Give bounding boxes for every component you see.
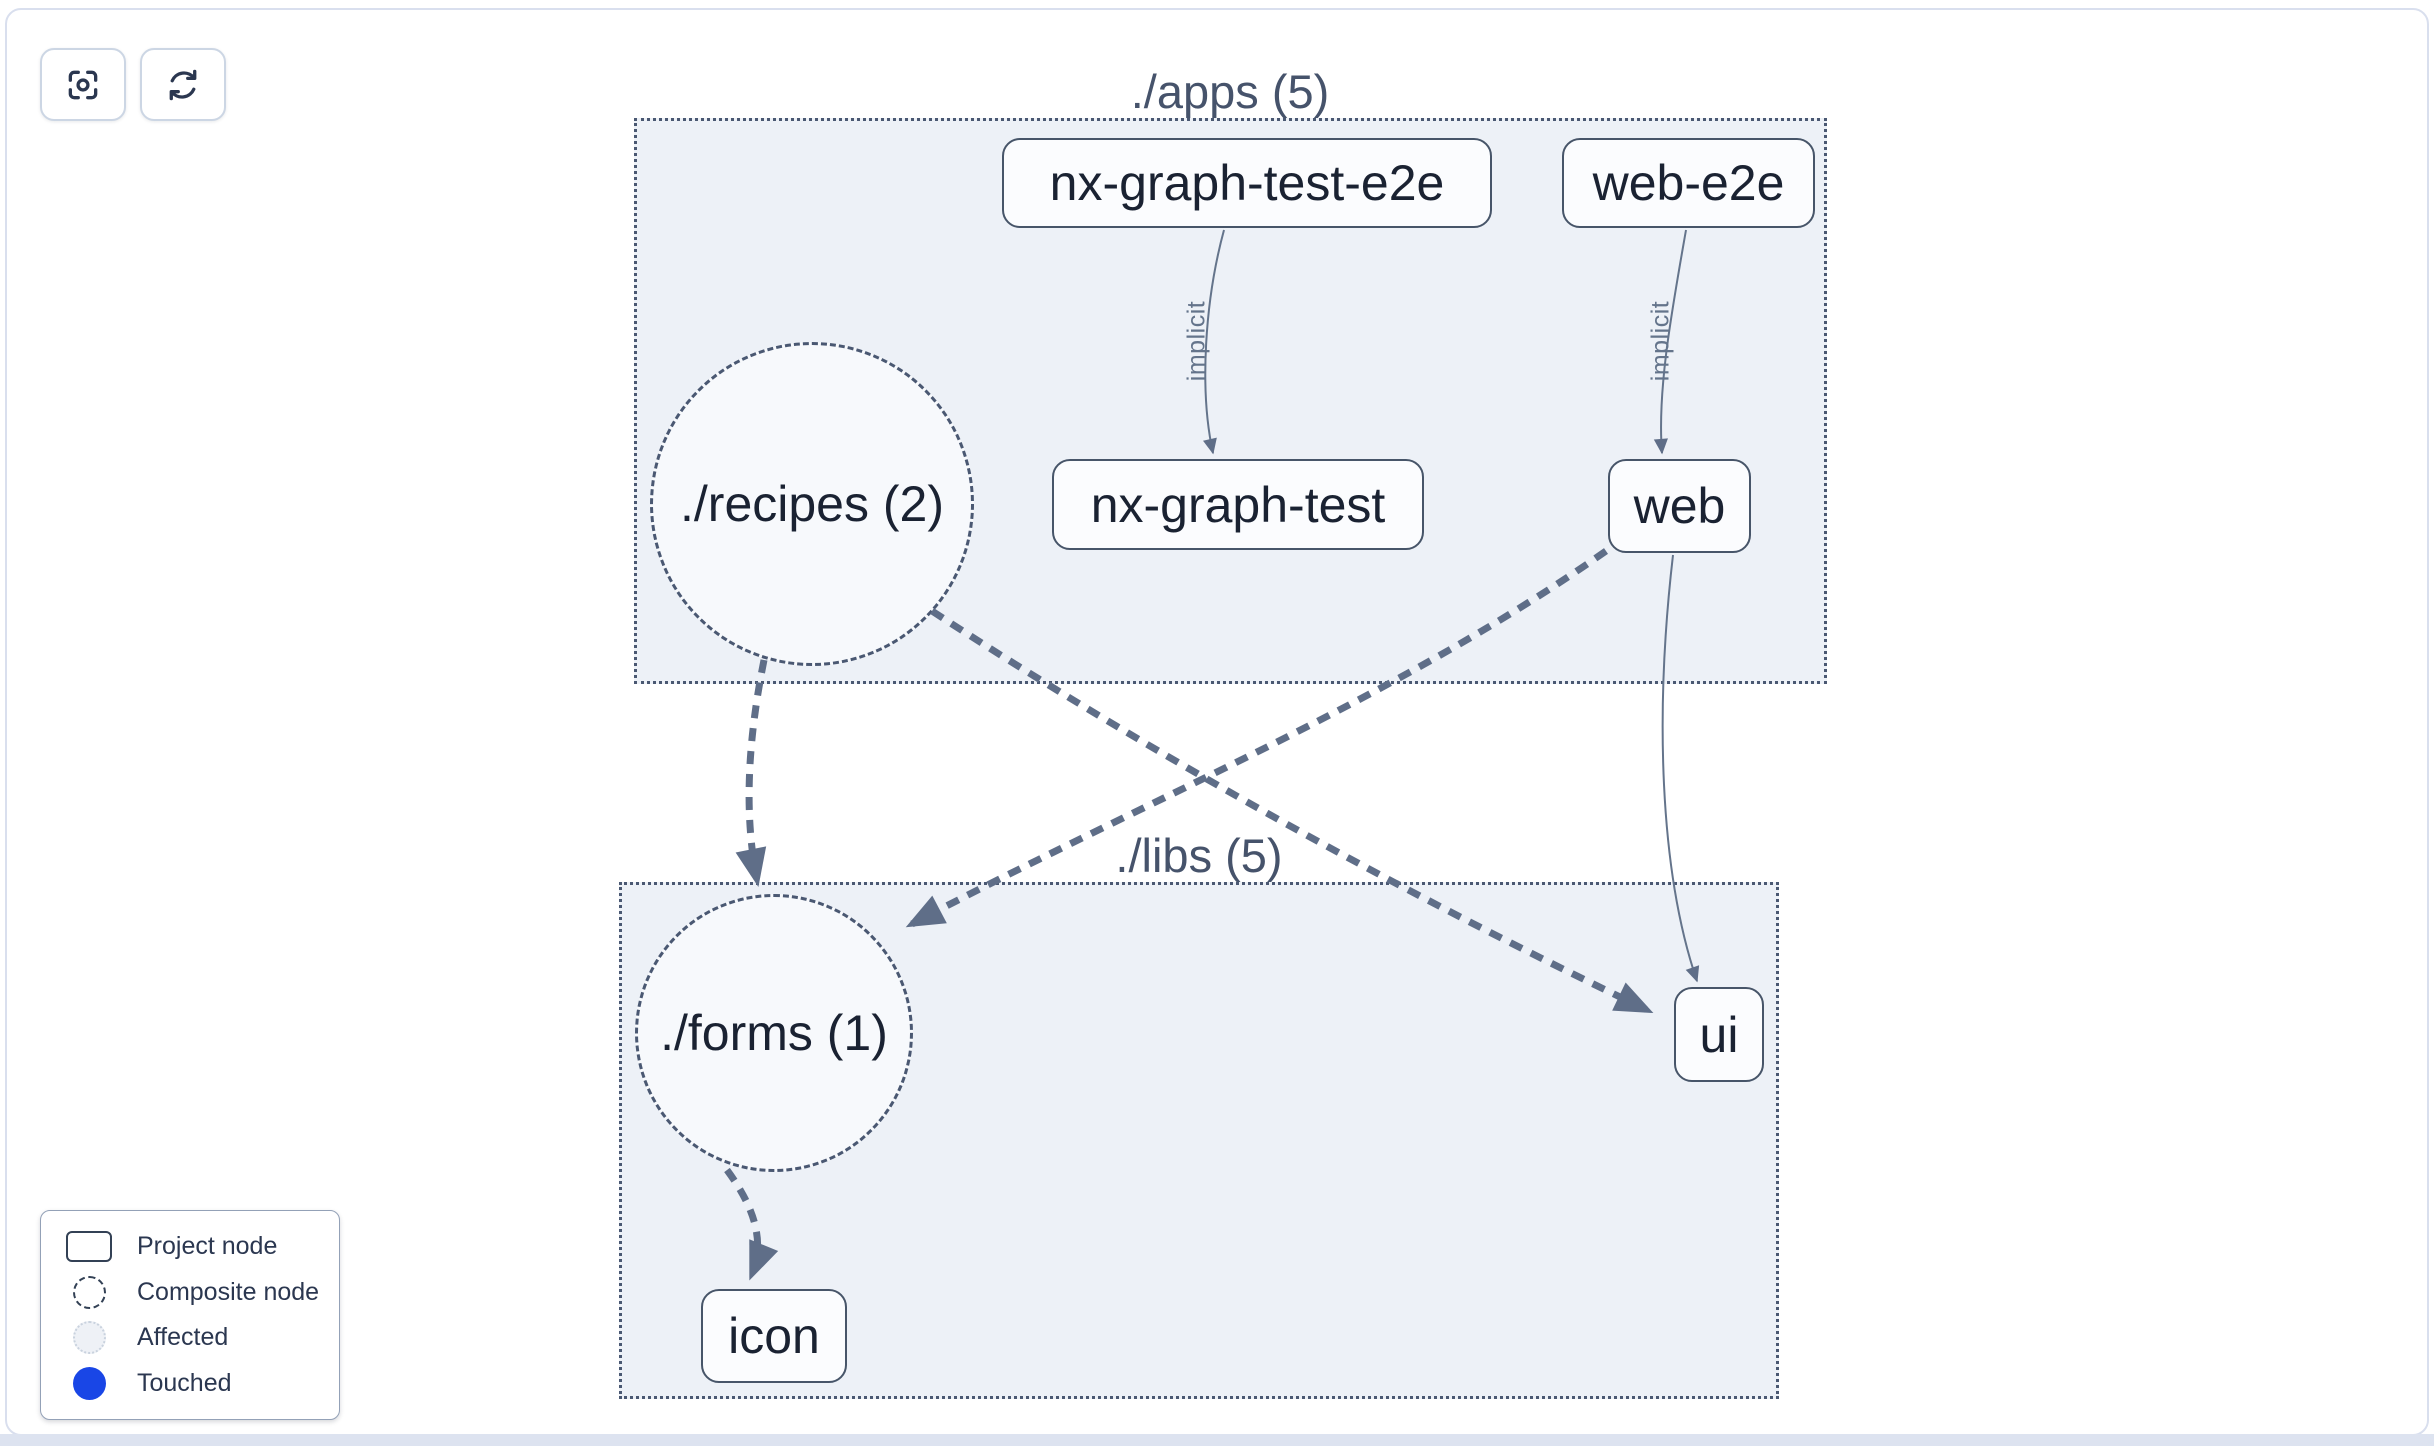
project-node-icon[interactable]: icon [701,1289,847,1383]
composite-node-swatch-icon [72,1275,106,1309]
project-node-nx-graph-test-e2e[interactable]: nx-graph-test-e2e [1002,138,1492,228]
refresh-button[interactable] [140,48,226,121]
legend-panel: Project node Composite node Affected Tou… [40,1210,340,1420]
group-libs-title: ./libs (5) [1115,829,1283,882]
legend-label: Touched [137,1368,232,1397]
focus-reset-button[interactable] [40,48,126,121]
refresh-icon [169,69,197,100]
edge-label-implicit-left: implicit [1182,300,1211,382]
group-apps-title: ./apps (5) [1130,65,1330,118]
legend-item-composite-node: Composite node [41,1274,339,1310]
legend-item-touched: Touched [41,1365,339,1401]
affected-swatch-icon [72,1321,106,1355]
composite-node-forms[interactable]: ./forms (1) [635,894,913,1172]
edge-recipes-to-forms [735,659,768,887]
project-node-swatch-icon [66,1231,112,1263]
legend-label: Project node [137,1232,278,1261]
project-node-nx-graph-test[interactable]: nx-graph-test [1052,459,1424,550]
composite-node-recipes[interactable]: ./recipes (2) [650,342,974,666]
graph-canvas[interactable]: ./apps (5) ./libs (5) ./recipes (2) ./fo… [7,10,2427,1434]
project-node-ui[interactable]: ui [1674,987,1764,1082]
legend-label: Composite node [137,1277,320,1306]
project-node-web-e2e[interactable]: web-e2e [1562,138,1815,228]
focus-scan-icon [68,70,98,99]
touched-swatch-icon [72,1366,106,1400]
edge-label-implicit-right: implicit [1646,300,1675,382]
window-bottom-strip [0,1434,2434,1446]
graph-canvas-card: ./apps (5) ./libs (5) ./recipes (2) ./fo… [5,8,2429,1436]
legend-item-affected: Affected [41,1320,339,1356]
project-node-web[interactable]: web [1608,459,1751,553]
legend-label: Affected [137,1323,229,1352]
legend-item-project-node: Project node [41,1229,339,1265]
